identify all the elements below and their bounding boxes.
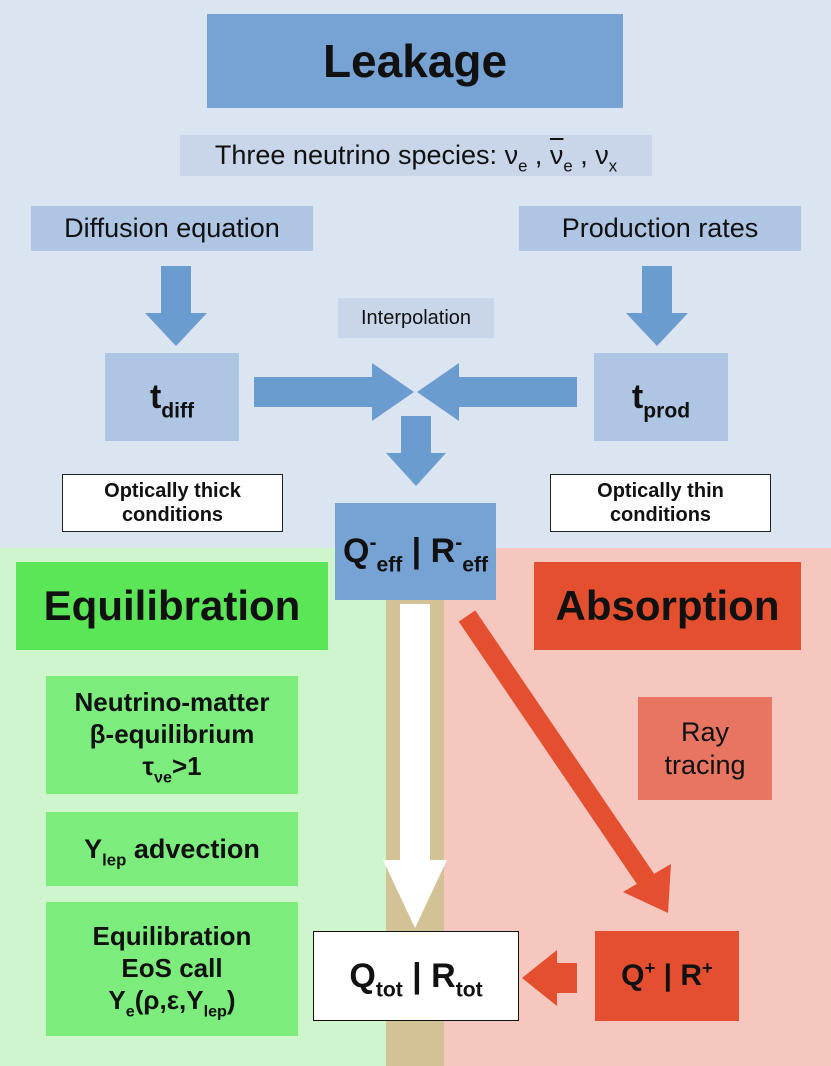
red-diagonal-arrow-shaft [458, 610, 660, 893]
white-down-arrowhead [383, 860, 447, 928]
diffusion-down-arrow [145, 266, 207, 346]
equilibration-eos-box: Equilibration EoS call Ye(ρ,ε,Ylep) [46, 902, 298, 1036]
ylep-advection-box: Ylep advection [46, 812, 298, 886]
red-diagonal-arrowhead [623, 864, 671, 913]
equilibration-title: Equilibration [16, 562, 328, 650]
ray-tracing-box: Ray tracing [638, 697, 772, 800]
interpolation-down-arrow [386, 416, 446, 486]
production-rates-box: Production rates [519, 206, 801, 251]
q-eff-r-eff-box: Q-eff | R-eff [335, 503, 496, 600]
species-prefix: Three neutrino species: [214, 140, 505, 170]
tdiff-right-arrow [254, 363, 414, 421]
interpolation-label: Interpolation [338, 298, 494, 338]
q-tot-r-tot-box: Qtot | Rtot [313, 931, 519, 1021]
t-prod-box: tprod [594, 353, 728, 441]
optically-thick-box: Optically thick conditions [62, 474, 283, 532]
white-arrow-shaft [400, 604, 430, 874]
tprod-left-arrow [417, 363, 577, 421]
absorption-title: Absorption [534, 562, 801, 650]
t-diff-box: tdiff [105, 353, 239, 441]
leakage-title: Leakage [207, 14, 623, 108]
production-down-arrow [626, 266, 688, 346]
neutrino-matter-equilibrium-box: Neutrino-matter β-equilibrium τνe>1 [46, 676, 298, 794]
optically-thin-box: Optically thin conditions [550, 474, 771, 532]
q-plus-r-plus-box: Q+ | R+ [595, 931, 739, 1021]
red-left-arrow [522, 950, 577, 1006]
diffusion-equation-box: Diffusion equation [31, 206, 313, 251]
neutrino-species-box: Three neutrino species: νe , νe , νx [180, 135, 652, 176]
